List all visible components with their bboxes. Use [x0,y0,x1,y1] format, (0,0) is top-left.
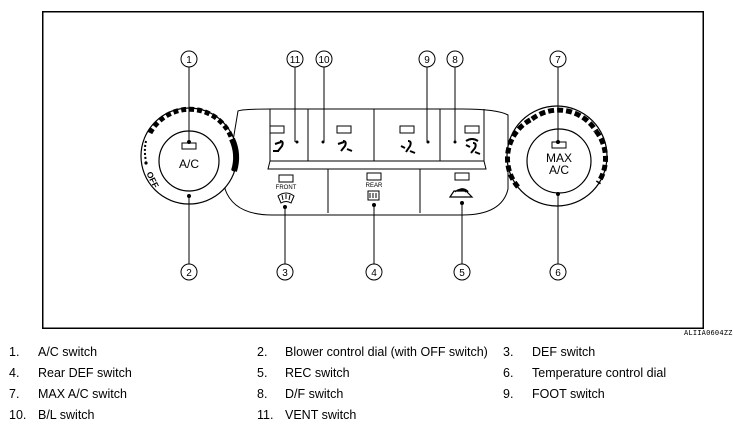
front-label: FRONT [276,185,297,191]
callout-2: 2 [180,263,198,281]
max-ac-label-line1: MAX [546,151,572,165]
control-panel [224,108,509,216]
svg-text:6: 6 [555,268,561,279]
callout-9: 9 [418,50,436,68]
callout-3: 3 [276,263,294,281]
svg-text:10: 10 [318,55,330,66]
fan-icon [144,161,237,172]
svg-text:8: 8 [452,55,458,66]
rear-label: REAR [366,183,383,189]
svg-text:11: 11 [290,55,301,66]
svg-text:7: 7 [555,55,561,66]
def-foot-icon [465,138,481,155]
callout-circles: 1 11 10 9 8 7 2 3 4 5 6 [180,50,567,281]
callout-11: 11 [286,50,304,68]
callout-5: 5 [453,263,471,281]
max-ac-label-line2: A/C [549,163,569,177]
rec-switch [448,172,474,198]
svg-text:9: 9 [424,55,430,66]
def-switch: FRONT [276,174,297,204]
climate-control-diagram: A/C OFF MAX A/C FRONT [42,11,732,337]
front-defrost-icon [277,192,295,204]
callout-10: 10 [315,50,333,68]
svg-text:1: 1 [186,55,192,66]
vent-icon [273,140,284,152]
ac-switch-label: A/C [179,157,199,171]
svg-text:3: 3 [282,268,288,279]
def-foot-switch [453,125,481,155]
foot-icon [400,140,416,154]
callout-8: 8 [446,50,464,68]
max-ac-switch: MAX A/C [526,128,592,194]
legend: 1.A/C switch 2.Blower control dial (with… [9,345,667,422]
vent-switch [269,125,299,152]
callout-6: 6 [549,263,567,281]
diagram-frame [42,11,704,329]
svg-text:2: 2 [186,268,192,279]
leader-lines [187,67,560,264]
callout-4: 4 [365,263,383,281]
foot-switch [399,125,430,154]
bi-level-switch [321,125,353,152]
figure-reference-code: ALIIA0604ZZ [684,329,733,337]
rear-def-switch: REAR [366,172,383,201]
callout-7: 7 [549,50,567,68]
svg-text:5: 5 [459,268,465,279]
callout-1: 1 [180,50,198,68]
svg-text:4: 4 [371,268,377,279]
bi-level-icon [337,140,353,152]
